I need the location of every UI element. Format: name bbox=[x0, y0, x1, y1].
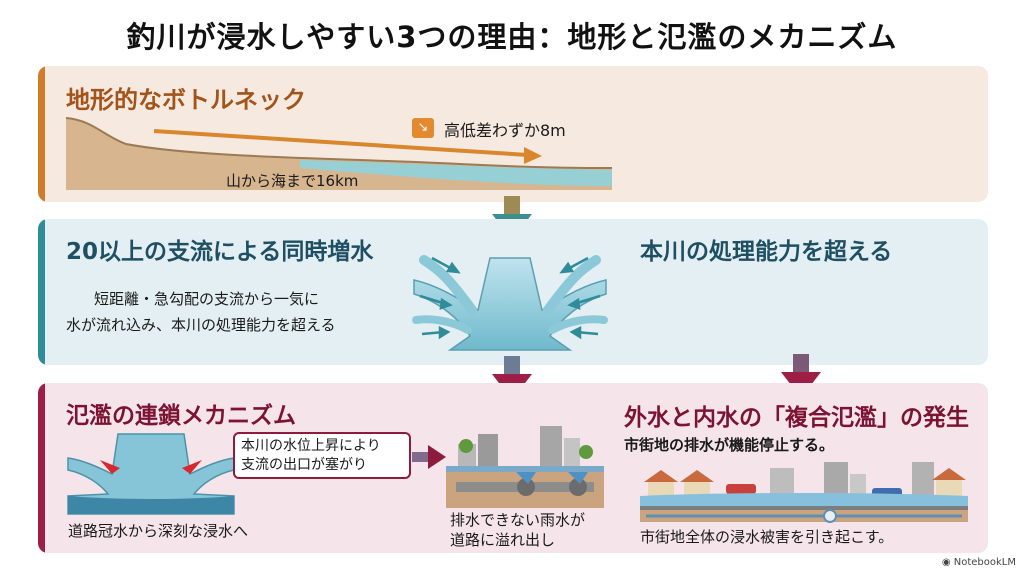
distance-label: 山から海まで16km bbox=[226, 172, 359, 190]
callout-box: 本川の水位上昇により 支流の出口が塞がり bbox=[233, 432, 411, 479]
page-title: 釣川が浸水しやすい3つの理由：地形と氾濫のメカニズム bbox=[126, 20, 898, 54]
trend-down-icon: ↘ bbox=[412, 118, 434, 138]
road-flood-label: 道路冠水から深刻な浸水へ bbox=[68, 522, 249, 540]
brand-text: NotebookLM bbox=[953, 557, 1016, 568]
accent-bar bbox=[38, 66, 45, 202]
section2-heading: 20以上の支流による同時増水 bbox=[66, 239, 374, 265]
accent-bar bbox=[38, 383, 45, 553]
drain-line1: 排水できない雨水が bbox=[450, 511, 586, 529]
callout-line1: 本川の水位上昇により bbox=[241, 438, 381, 454]
accent-bar bbox=[38, 219, 45, 365]
brand-label: ◉ NotebookLM bbox=[942, 557, 1016, 568]
notebook-icon: ◉ bbox=[941, 557, 951, 568]
drain-line2: 道路に溢れ出し bbox=[450, 531, 556, 549]
section3-right-heading: 外水と内水の「複合氾濫」の発生 bbox=[624, 405, 969, 431]
backwater-illustration bbox=[67, 433, 235, 515]
section1-heading: 地形的なボトルネック bbox=[66, 86, 306, 114]
elevation-label: 高低差わずか8m bbox=[444, 121, 566, 140]
section2-desc-line1: 短距離・急勾配の支流から一気に bbox=[94, 290, 320, 308]
section3-heading: 氾濫の連鎖メカニズム bbox=[66, 403, 296, 429]
section2-desc-line2: 水が流れ込み、本川の処理能力を超える bbox=[66, 316, 336, 334]
section3-right-bottom: 市街地全体の浸水被害を引き起こす。 bbox=[640, 528, 894, 546]
section2-right-heading: 本川の処理能力を超える bbox=[640, 239, 893, 265]
city-flood-illustration bbox=[640, 462, 968, 523]
tributary-confluence-illustration bbox=[412, 255, 608, 351]
right-arrow-icon bbox=[412, 445, 446, 469]
drainage-illustration bbox=[446, 426, 604, 508]
callout-line2: 支流の出口が塞がり bbox=[241, 457, 367, 473]
section3-right-sub: 市街地の排水が機能停止する。 bbox=[624, 436, 835, 454]
